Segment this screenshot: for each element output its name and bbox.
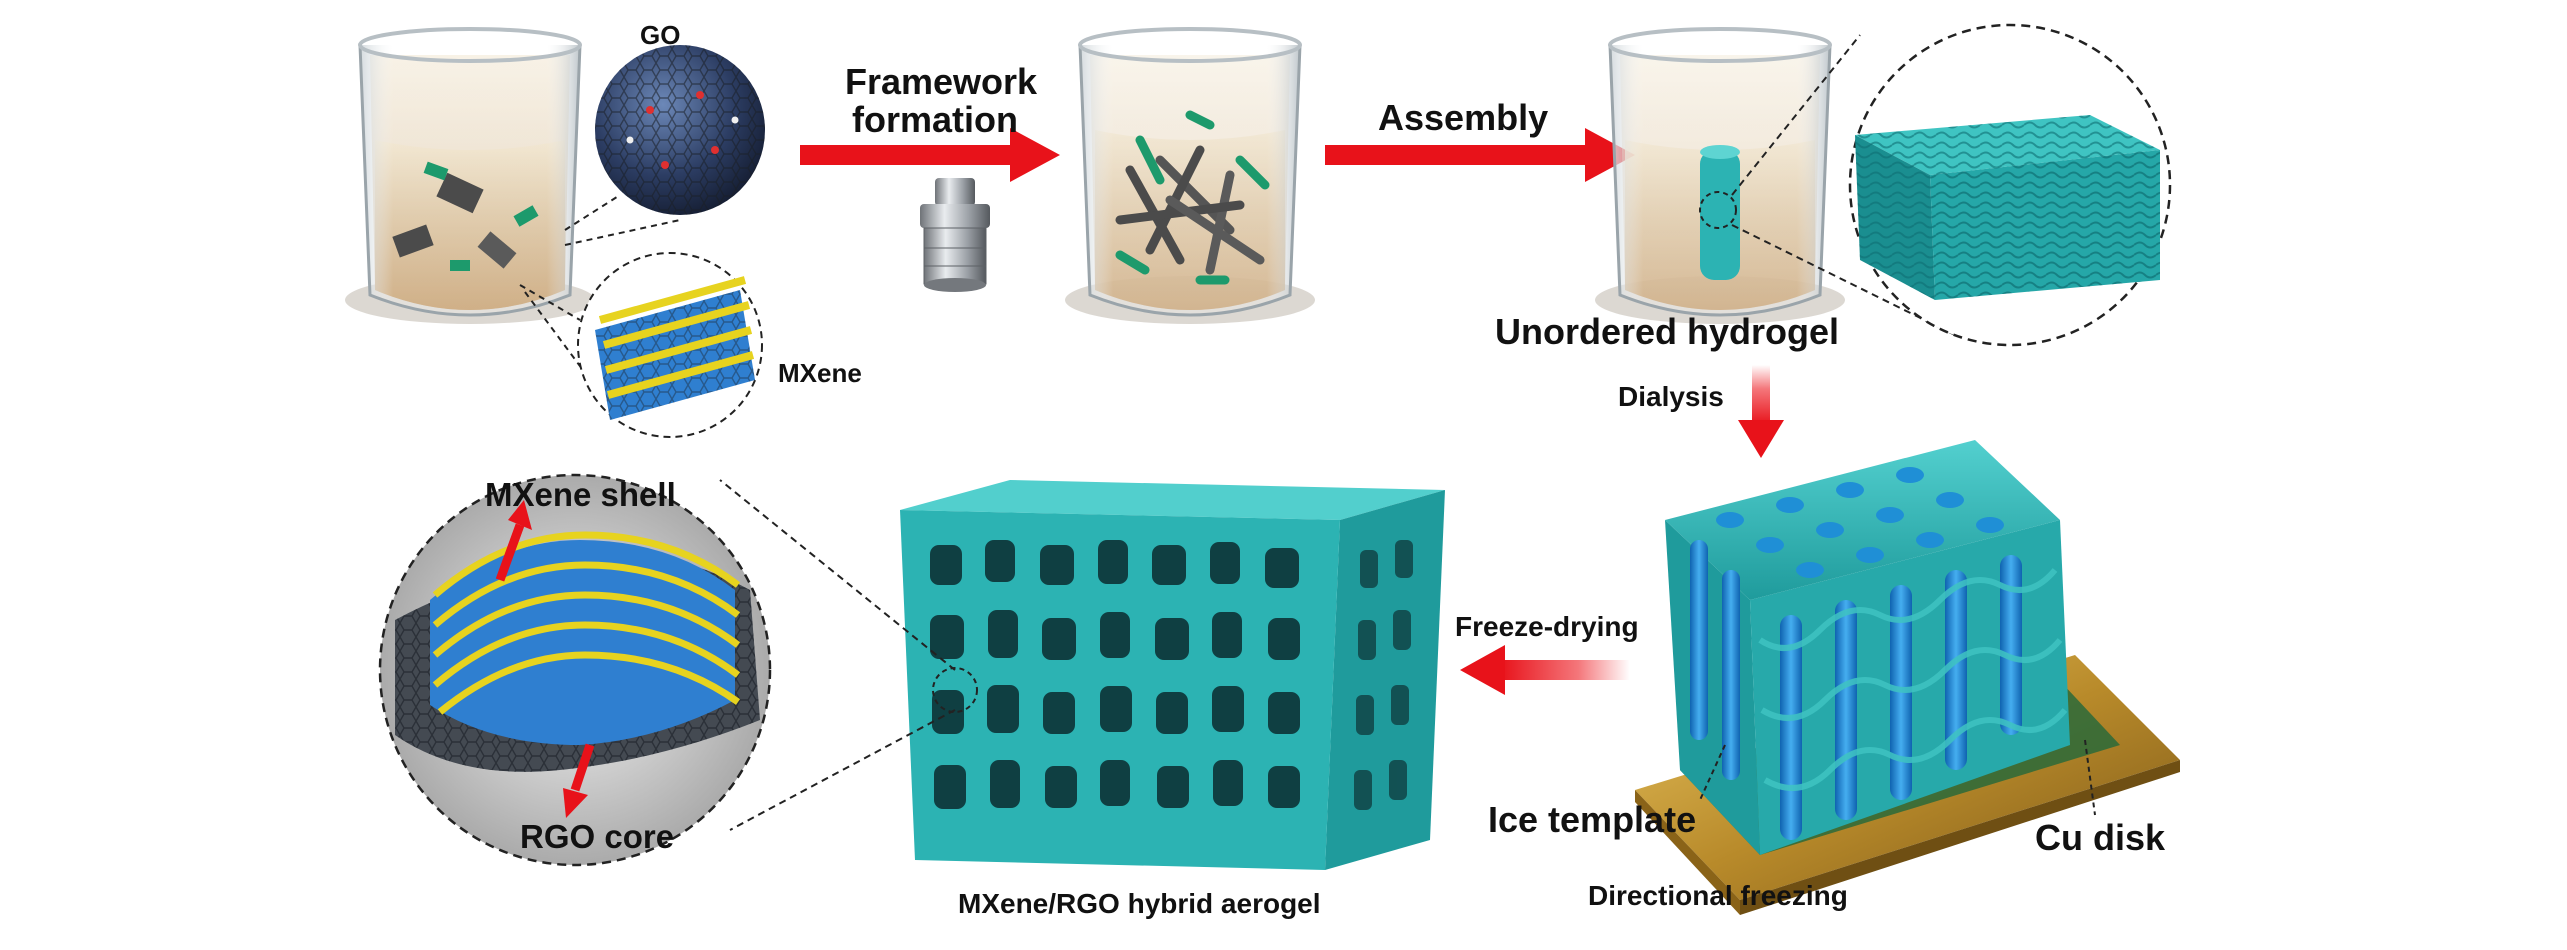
core-shell-callout bbox=[378, 473, 956, 867]
go-label: GO bbox=[640, 20, 681, 50]
assembly-label: Assembly bbox=[1378, 97, 1549, 138]
arrow-assembly bbox=[1325, 128, 1635, 182]
mxene-shell-label: MXene shell bbox=[485, 476, 676, 513]
framework-label-line2: formation bbox=[852, 99, 1018, 140]
ice-template-block bbox=[1635, 440, 2180, 915]
beaker-framework bbox=[1065, 27, 1315, 324]
mxene-shell-arrow bbox=[495, 500, 532, 582]
unordered-hydrogel-label: Unordered hydrogel bbox=[1495, 311, 1840, 352]
dialysis-label: Dialysis bbox=[1618, 381, 1724, 412]
go-sphere-callout bbox=[564, 45, 765, 246]
directional-freezing-label: Directional freezing bbox=[1588, 880, 1848, 911]
hybrid-aerogel-label: MXene/RGO hybrid aerogel bbox=[958, 888, 1321, 919]
ice-template-label: Ice template bbox=[1488, 799, 1697, 840]
hybrid-aerogel-block bbox=[900, 480, 1445, 870]
framework-label-line1: Framework bbox=[845, 61, 1038, 102]
rgo-core-arrow bbox=[563, 743, 595, 818]
beaker-go-mxene bbox=[345, 27, 595, 324]
freeze-drying-label: Freeze-drying bbox=[1455, 611, 1639, 642]
autoclave-reactor bbox=[920, 178, 990, 292]
mxene-label: MXene bbox=[778, 358, 862, 388]
beaker-hydrogel bbox=[1595, 27, 1845, 324]
cu-disk-label: Cu disk bbox=[2035, 817, 2166, 858]
arrow-dialysis bbox=[1738, 365, 1784, 458]
arrow-framework-formation bbox=[800, 128, 1060, 182]
rgo-core-label: RGO core bbox=[520, 818, 675, 855]
mxene-crystal-callout bbox=[519, 252, 763, 438]
arrow-freeze-drying bbox=[1460, 645, 1630, 695]
hydrogel-zoom-callout bbox=[1731, 23, 2172, 347]
